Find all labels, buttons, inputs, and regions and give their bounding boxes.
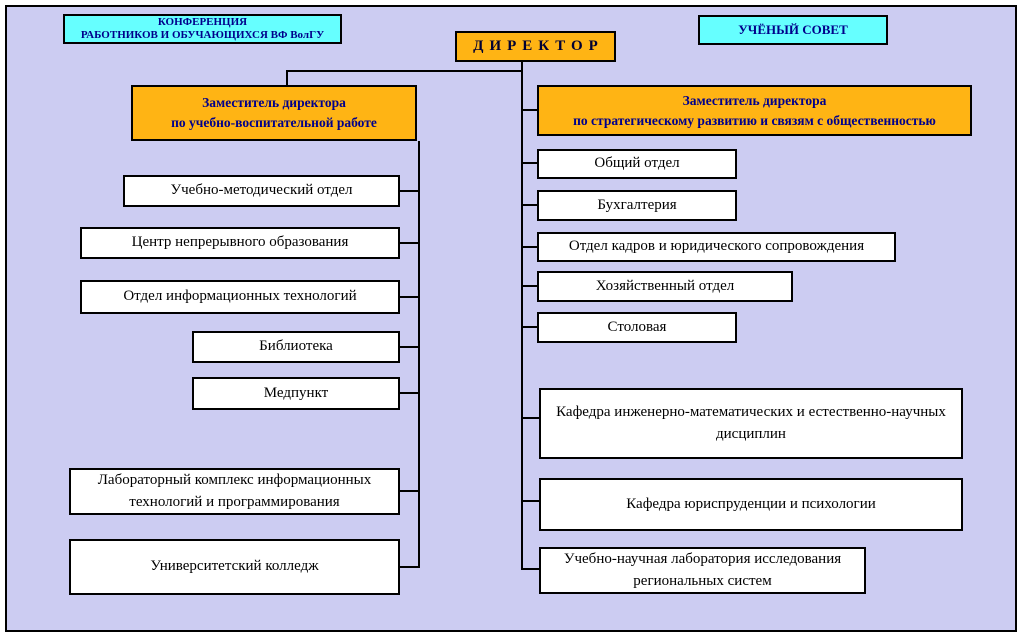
unit-label: Общий отдел — [594, 155, 680, 172]
unit-label: Кафедра юриспруденции и психологии — [626, 495, 876, 512]
connector-stub — [400, 190, 418, 192]
unit-methodical-dept: Учебно-методический отдел — [123, 175, 400, 207]
unit-hr-legal-dept: Отдел кадров и юридического сопровождени… — [537, 232, 896, 262]
unit-label: Кафедра инженерно-математических и естес… — [556, 403, 946, 442]
unit-engineering-math-dept: Кафедра инженерно-математических и естес… — [539, 388, 963, 459]
connector-stub — [521, 285, 537, 287]
unit-regional-research-lab: Учебно-научная лаборатория исследования … — [539, 547, 866, 594]
unit-library: Библиотека — [192, 331, 400, 363]
academic-council-box: УЧЁНЫЙ СОВЕТ — [698, 15, 888, 45]
connector-stub — [521, 246, 537, 248]
connector-stub — [400, 566, 418, 568]
unit-label: Лабораторный комплекс информационных тех… — [97, 471, 372, 510]
unit-facilities-dept: Хозяйственный отдел — [537, 271, 793, 302]
unit-label: Центр непрерывного образования — [131, 234, 349, 251]
connector-stub — [521, 109, 537, 111]
connector-stub — [521, 500, 539, 502]
unit-label: Медпункт — [263, 384, 329, 401]
connector-stub — [521, 204, 537, 206]
unit-law-psychology-dept: Кафедра юриспруденции и психологии — [539, 478, 963, 531]
connector-stub — [521, 417, 539, 419]
director-box: ДИРЕКТОР — [455, 31, 616, 62]
unit-label: Бухгалтерия — [597, 196, 677, 213]
connector-right-spine — [521, 62, 523, 570]
unit-label: Столовая — [607, 318, 667, 335]
connector-stub — [400, 242, 418, 244]
unit-label: Библиотека — [259, 338, 333, 355]
conference-line2: РАБОТНИКОВ И ОБУЧАЮЩИХСЯ ВФ ВолГУ — [80, 29, 325, 41]
unit-label: Учебно-методический отдел — [170, 182, 353, 199]
unit-label: Хозяйственный отдел — [595, 277, 735, 294]
unit-label: Учебно-научная лаборатория исследования … — [563, 550, 842, 589]
deputy-academic-line1: Заместитель директора — [202, 95, 346, 110]
connector-stub — [400, 346, 418, 348]
conference-box: КОНФЕРЕНЦИЯ РАБОТНИКОВ И ОБУЧАЮЩИХСЯ ВФ … — [63, 14, 342, 44]
connector-stub — [521, 162, 537, 164]
unit-canteen: Столовая — [537, 312, 737, 343]
unit-university-college: Университетский колледж — [69, 539, 400, 595]
connector-stub — [400, 296, 418, 298]
connector-left-head-drop — [286, 70, 288, 86]
deputy-academic-line2: по учебно-воспитательной работе — [171, 115, 377, 130]
connector-stub — [521, 568, 539, 570]
conference-line1: КОНФЕРЕНЦИЯ — [157, 16, 248, 28]
deputy-strategic-line2: по стратегическому развитию и связям с о… — [573, 112, 936, 128]
unit-lab-complex: Лабораторный комплекс информационных тех… — [69, 468, 400, 515]
unit-it-dept: Отдел информационных технологий — [80, 280, 400, 314]
deputy-strategic-box: Заместитель директора по стратегическому… — [537, 85, 972, 136]
unit-continuing-education-center: Центр непрерывного образования — [80, 227, 400, 259]
unit-general-dept: Общий отдел — [537, 149, 737, 179]
unit-label: Отдел кадров и юридического сопровождени… — [568, 238, 865, 255]
deputy-academic-box: Заместитель директора по учебно-воспитат… — [131, 85, 417, 141]
connector-stub — [400, 490, 418, 492]
academic-council-label: УЧЁНЫЙ СОВЕТ — [738, 22, 848, 38]
director-label: ДИРЕКТОР — [473, 38, 604, 55]
unit-label: Отдел информационных технологий — [123, 288, 357, 305]
deputy-strategic-line1: Заместитель директора — [682, 92, 827, 108]
connector-stub — [400, 392, 418, 394]
connector-stub — [521, 326, 537, 328]
unit-label: Университетский колледж — [150, 558, 319, 575]
connector-director-branch — [286, 70, 523, 72]
unit-accounting: Бухгалтерия — [537, 190, 737, 221]
unit-medical-station: Медпункт — [192, 377, 400, 410]
connector-left-spine — [418, 141, 420, 568]
